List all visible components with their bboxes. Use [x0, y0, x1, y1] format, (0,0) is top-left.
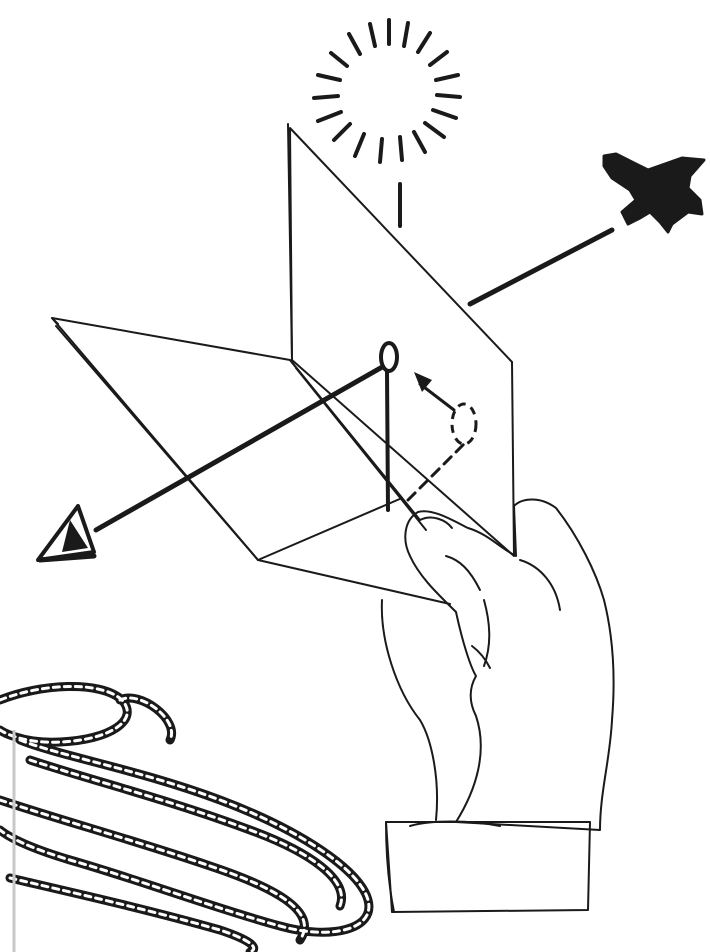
aircraft-sight-line [470, 230, 612, 304]
sleeve-cuff [386, 822, 590, 913]
hand [382, 500, 614, 831]
lanyard-cord [0, 686, 369, 952]
sun-icon [314, 20, 460, 162]
sighting-hole [381, 343, 397, 371]
observer-eye-icon [38, 506, 94, 560]
airplane-icon [604, 154, 704, 232]
